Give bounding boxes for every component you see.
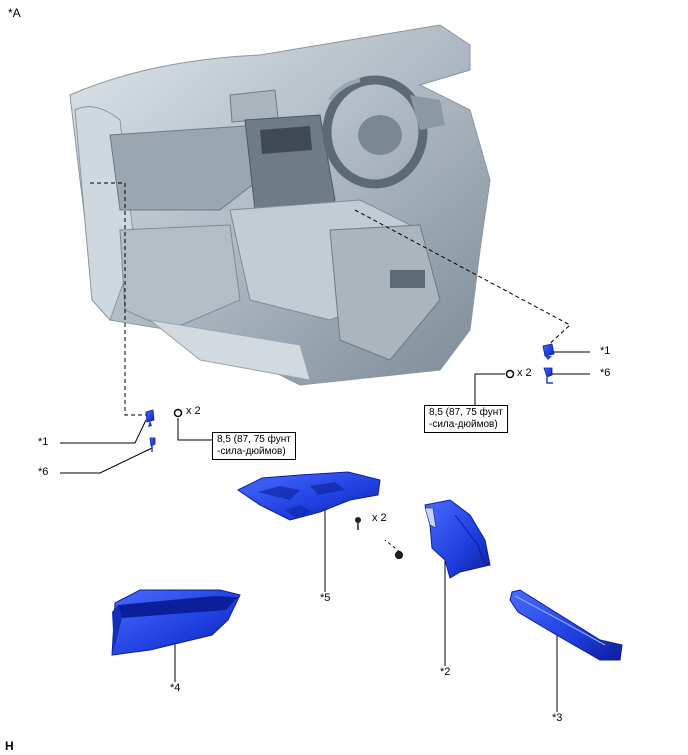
callout-5: *5: [320, 592, 331, 604]
qty-right: x 2: [517, 367, 532, 379]
clip-part-6-left-icon: [149, 437, 156, 452]
torque-right-line1: 8,5 (87, 75 фунт: [429, 407, 503, 418]
vehicle-interior-illustration: [69, 24, 491, 386]
qty-bracket: x 2: [372, 512, 387, 524]
clip-part-1-right-icon: [542, 343, 555, 360]
screw-cowl-icon: [395, 551, 403, 559]
callout-4: *4: [170, 682, 181, 694]
part-4-glove-box-icon: [111, 589, 241, 656]
part-3-scuff-plate-icon: [509, 589, 623, 661]
clip-part-6-right-icon: [543, 367, 553, 384]
torque-spec-right: 8,5 (87, 75 фунт -сила-дюймов): [424, 405, 508, 433]
part-5-bracket-icon: [237, 471, 381, 521]
leader-lines: [60, 182, 590, 712]
callout-2: *2: [440, 666, 451, 678]
clip-part-1-left-icon: [145, 409, 155, 427]
corner-label: H: [5, 739, 14, 753]
callout-1-right: *1: [600, 345, 611, 357]
callout-6-left: *6: [38, 466, 49, 478]
part-2-cowl-trim-icon: [424, 499, 491, 579]
torque-left-line1: 8,5 (87, 75 фунт: [217, 434, 291, 445]
torque-spec-left: 8,5 (87, 75 фунт -сила-дюймов): [212, 432, 296, 460]
screw-bracket-icon: [355, 517, 361, 530]
torque-left-line2: -сила-дюймов): [217, 446, 286, 457]
nut-right-icon: [505, 369, 515, 379]
torque-right-line2: -сила-дюймов): [429, 419, 498, 430]
nut-left-icon: [173, 408, 183, 418]
callout-6-right: *6: [600, 367, 611, 379]
qty-left: x 2: [186, 405, 201, 417]
callout-1-left: *1: [38, 436, 49, 448]
callout-3: *3: [552, 712, 563, 724]
view-label: *A: [8, 6, 21, 20]
